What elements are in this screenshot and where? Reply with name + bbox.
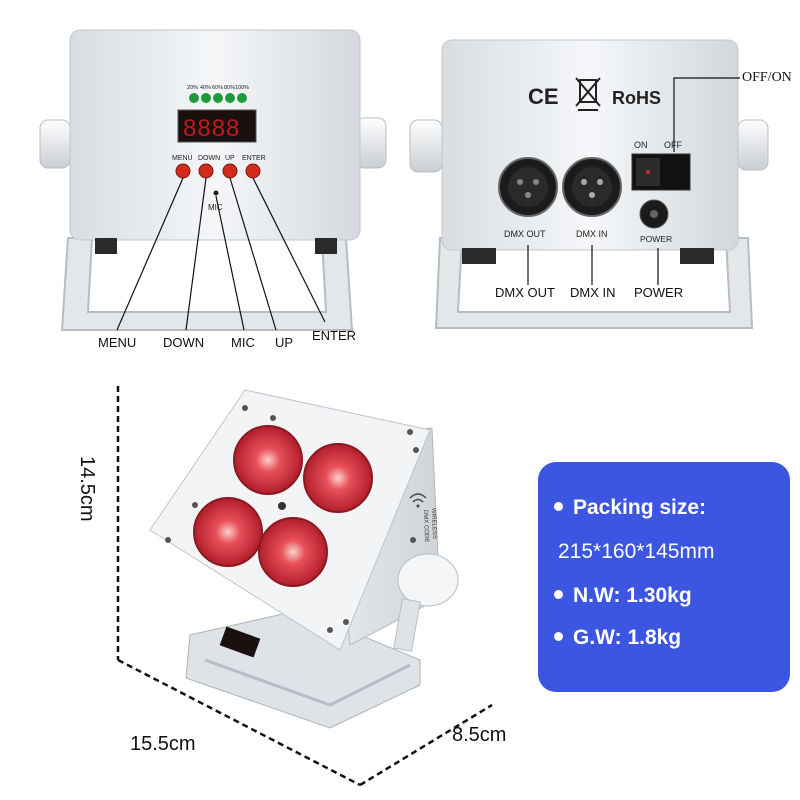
menu-button[interactable]: [175, 163, 191, 179]
switch-on-label: ON: [634, 140, 648, 150]
bullet-icon: [554, 501, 563, 511]
led-lens: [193, 497, 263, 567]
down-button[interactable]: [198, 163, 214, 179]
callout-power: POWER: [634, 285, 684, 300]
callout-dmx-in: DMX IN: [570, 285, 616, 300]
mic-label: MIC: [208, 203, 223, 212]
callout-up: UP: [275, 335, 294, 350]
wireless-label: WIRELESS: [430, 508, 437, 539]
button-label-up: UP: [225, 155, 235, 162]
front-left-knob: [39, 119, 71, 169]
dmx-in-label: DMX IN: [576, 229, 608, 239]
dmx-code-label: DMX CODE: [422, 510, 429, 543]
front-view: 20% 40% 60% 80% 100% 8888 MENU DOWN UP E…: [39, 29, 387, 331]
level-label: 100%: [235, 85, 249, 91]
rear-view: CE RoHS ON OFF DMX OUT DMX IN POWER: [409, 39, 769, 329]
bullet-icon: [554, 589, 563, 599]
callout-off-on: OFF/ON: [742, 70, 792, 85]
weee-bin-icon: [575, 77, 601, 111]
product-base: [185, 609, 421, 729]
callout-down: DOWN: [163, 335, 205, 350]
led-lens: [258, 517, 328, 587]
level-label: 20%: [187, 85, 198, 91]
rear-right-knob: [737, 119, 769, 171]
callout-menu: MENU: [98, 335, 137, 350]
rear-bracket: [434, 237, 754, 329]
wireless-icon: [409, 493, 427, 503]
level-label: 40%: [200, 85, 211, 91]
spec-packing-dimensions: 215*160*145mm: [558, 540, 715, 563]
callout-dmx-out: DMX OUT: [495, 285, 555, 300]
callout-mic: MIC: [231, 335, 255, 350]
side-knob: [397, 553, 459, 607]
depth-dimension: 8.5cm: [452, 724, 507, 746]
power-port-label: POWER: [640, 234, 672, 244]
led-lens: [233, 425, 303, 495]
status-leds: [189, 93, 247, 103]
button-label-menu: MENU: [172, 155, 193, 162]
button-label-down: DOWN: [198, 155, 220, 162]
height-dimension: 14.5cm: [76, 456, 98, 522]
segment-display: [177, 109, 257, 143]
rear-left-knob: [409, 119, 443, 173]
up-button[interactable]: [222, 163, 238, 179]
ce-mark: CE: [528, 84, 559, 109]
base-display: [219, 626, 261, 658]
button-label-enter: ENTER: [242, 155, 266, 162]
spec-net-weight: N.W: 1.30kg: [554, 584, 692, 608]
switch-off-label: OFF: [664, 140, 682, 150]
dmx-out-label: DMX OUT: [504, 229, 546, 239]
mic-hole: [213, 190, 219, 196]
rear-body: [441, 39, 739, 251]
led-lens: [303, 443, 373, 513]
spec-panel: Packing size: 215*160*145mm N.W: 1.30kg …: [538, 462, 790, 692]
level-label: 80%: [224, 85, 235, 91]
width-dimension: 15.5cm: [130, 733, 196, 755]
rohs-mark: RoHS: [612, 88, 661, 108]
display-text: 8888: [183, 115, 240, 142]
spec-gross-weight: G.W: 1.8kg: [554, 626, 681, 650]
level-label: 60%: [212, 85, 223, 91]
callout-enter: ENTER: [312, 328, 357, 343]
product-view: WIRELESS DMX CODE: [116, 386, 493, 787]
enter-button[interactable]: [245, 163, 261, 179]
bullet-icon: [554, 631, 563, 641]
spec-packing-size: Packing size:: [554, 496, 706, 520]
